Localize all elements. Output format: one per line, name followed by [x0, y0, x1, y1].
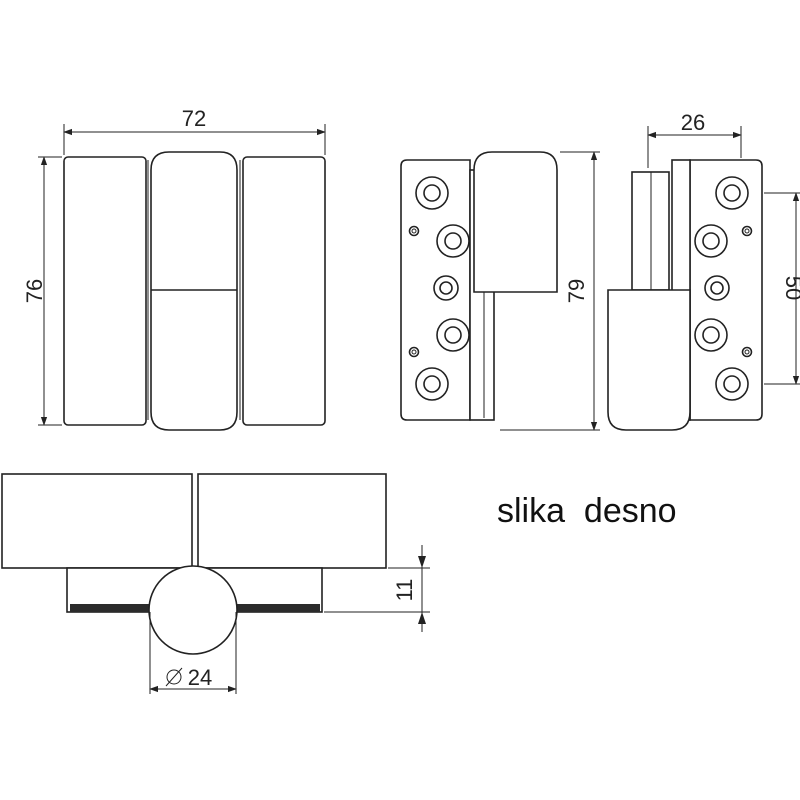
front-view: 72 76: [22, 106, 326, 431]
side-right-barrel: [607, 289, 691, 431]
side-view-right: 26 50: [607, 110, 800, 431]
barrel-diameter-label: 24: [188, 665, 212, 690]
side-view-left: 79: [400, 151, 600, 431]
side-offset-label: 26: [681, 110, 705, 135]
front-height-label: 76: [22, 279, 47, 303]
front-right-leaf: [242, 156, 326, 426]
front-middle-knuckle: [150, 151, 238, 431]
front-left-leaf: [63, 156, 147, 426]
side-left-barrel: [473, 151, 558, 293]
top-barrel-circle: [148, 565, 238, 655]
drawing-caption: slika desno: [497, 492, 677, 530]
side-left-plate: [400, 159, 471, 421]
top-thickness-label: 11: [392, 579, 417, 602]
side-left-holes: [408, 176, 470, 401]
top-left-slab: [1, 473, 193, 569]
diameter-symbol-icon: [165, 667, 183, 687]
top-right-slab: [197, 473, 387, 569]
side-right-holes: [694, 176, 753, 401]
front-width-label: 72: [182, 106, 206, 131]
top-view: 24 11: [1, 473, 430, 694]
side-height-label: 79: [564, 279, 589, 303]
side-hole-spacing-label: 50: [781, 276, 800, 300]
